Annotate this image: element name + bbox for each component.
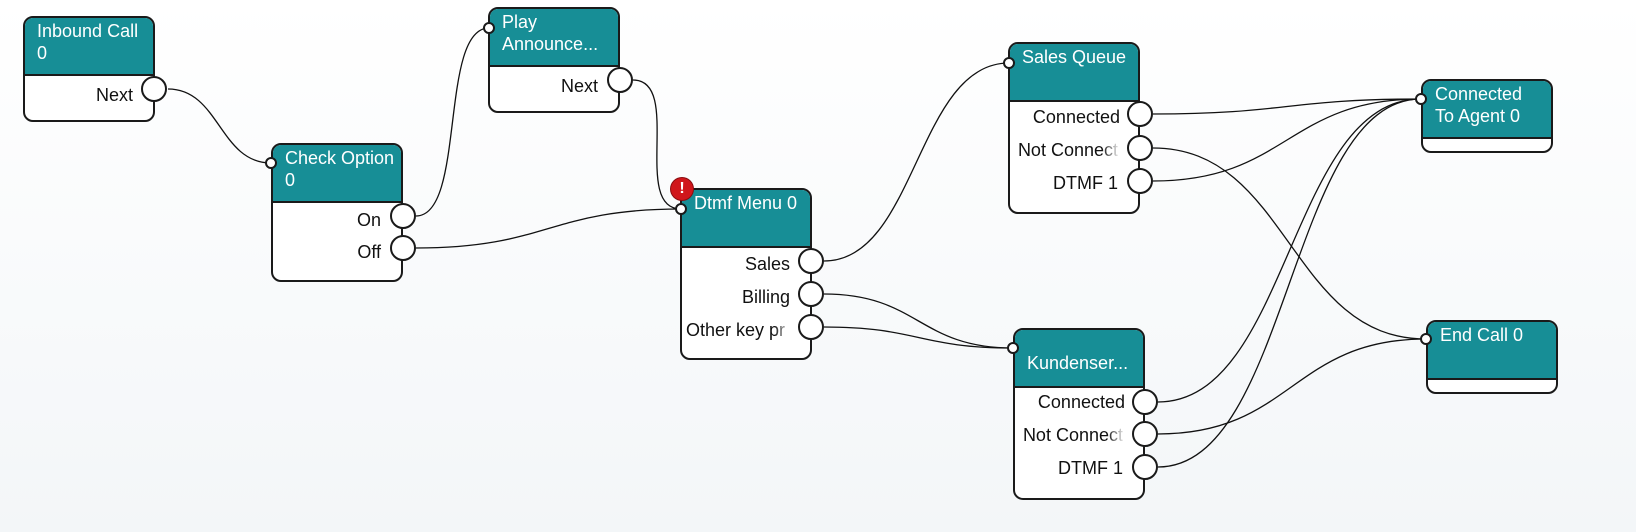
output-label-next: Next (95, 85, 133, 105)
output-label-dtmf1: DTMF 1 (1053, 173, 1118, 193)
output-label-other-key: Other key pr (686, 320, 786, 340)
node-kundenservice[interactable]: Kundenser... Connected Not Connect DTMF … (1013, 328, 1145, 500)
wire-8 (1152, 147, 1427, 340)
node-play-announcement[interactable]: Play Announce... Next (488, 7, 620, 113)
wire-0 (167, 88, 272, 164)
node-title: Check Option 0 (273, 145, 401, 203)
output-port-dtmf1[interactable] (1132, 454, 1158, 480)
output-port-other-key[interactable] (798, 314, 824, 340)
input-port[interactable] (483, 22, 495, 34)
wire-2 (415, 208, 682, 249)
output-label-not-connected: Not Connect (1022, 425, 1123, 445)
output-port-off[interactable] (390, 235, 416, 261)
input-port[interactable] (1420, 333, 1432, 345)
label-fade (1102, 139, 1120, 161)
input-port[interactable] (1003, 57, 1015, 69)
node-dtmf-menu[interactable]: Dtmf Menu 0 Sales Billing Other key pr (680, 188, 812, 360)
output-port-not-connected[interactable] (1127, 135, 1153, 161)
label-fade (1107, 424, 1125, 446)
node-title: Sales Queue (1010, 44, 1138, 102)
input-port[interactable] (1007, 342, 1019, 354)
wire-10 (1157, 98, 1422, 403)
node-sales-queue[interactable]: Sales Queue Connected Not Connect DTMF 1 (1008, 42, 1140, 214)
output-port-dtmf1[interactable] (1127, 168, 1153, 194)
node-title: Kundenser... (1015, 330, 1143, 388)
output-port-billing[interactable] (798, 281, 824, 307)
node-title: End Call 0 (1428, 322, 1556, 380)
input-port[interactable] (675, 203, 687, 215)
node-title: Connected To Agent 0 (1423, 81, 1551, 139)
wire-6 (823, 326, 1014, 349)
output-port-next[interactable] (141, 76, 167, 102)
wire-5 (823, 293, 1014, 349)
node-title: Inbound Call 0 (25, 18, 153, 76)
output-label-off: Off (357, 242, 381, 262)
output-label-connected: Connected (1032, 107, 1120, 127)
node-title: Play Announce... (490, 9, 618, 67)
wire-7 (1152, 98, 1422, 115)
wire-12 (1157, 98, 1422, 468)
node-inbound-call[interactable]: Inbound Call 0 Next (23, 16, 155, 122)
output-port-on[interactable] (390, 203, 416, 229)
output-label-billing: Billing (741, 287, 790, 307)
wire-1 (415, 27, 490, 217)
output-label-on: On (356, 210, 381, 230)
output-label-connected: Connected (1037, 392, 1125, 412)
node-end-call[interactable]: End Call 0 (1426, 320, 1558, 394)
node-check-option[interactable]: Check Option 0 On Off (271, 143, 403, 282)
error-icon[interactable]: ! (671, 178, 693, 200)
label-fade (774, 319, 792, 341)
output-label-dtmf1: DTMF 1 (1058, 458, 1123, 478)
output-label-not-connected: Not Connect (1017, 140, 1118, 160)
output-port-connected[interactable] (1132, 389, 1158, 415)
output-label-sales: Sales (744, 254, 790, 274)
output-port-sales[interactable] (798, 248, 824, 274)
node-connected-to-agent[interactable]: Connected To Agent 0 (1421, 79, 1553, 153)
output-port-not-connected[interactable] (1132, 421, 1158, 447)
wire-9 (1152, 98, 1422, 182)
output-port-next[interactable] (607, 67, 633, 93)
node-title: Dtmf Menu 0 (682, 190, 810, 248)
wire-11 (1157, 338, 1427, 435)
input-port[interactable] (265, 157, 277, 169)
output-port-connected[interactable] (1127, 101, 1153, 127)
wire-4 (823, 62, 1010, 262)
input-port[interactable] (1415, 93, 1427, 105)
output-label-next: Next (560, 76, 598, 96)
